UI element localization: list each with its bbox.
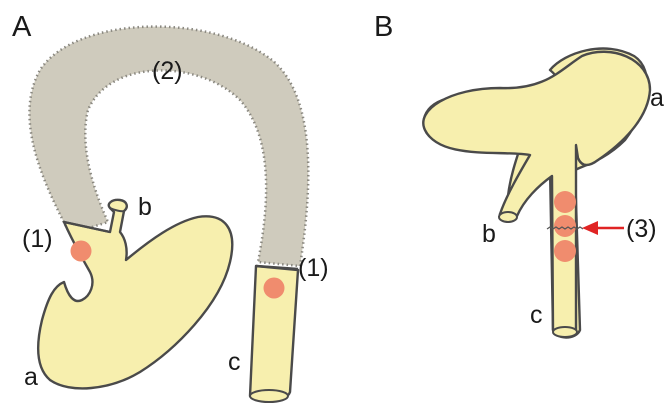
label-part-a-left: a — [24, 363, 38, 391]
organ-c-tube-end — [250, 390, 288, 402]
label-part-c-right: c — [530, 301, 543, 329]
organ-b-tube-end — [553, 327, 577, 337]
dot-c1 — [264, 278, 285, 299]
dot-b1 — [554, 191, 576, 213]
label-part-b-left: b — [138, 193, 152, 221]
label-junction-1-left: (1) — [22, 225, 53, 253]
label-marker-3: (3) — [626, 215, 657, 243]
label-junction-1-right: (1) — [298, 254, 329, 282]
panel-label-b: B — [374, 11, 393, 43]
label-part-b-right: b — [482, 220, 496, 248]
organ-b-main-lobe — [423, 52, 650, 336]
panel-label-a: A — [12, 11, 32, 43]
label-part-c-left: c — [228, 348, 241, 376]
arrow-3 — [582, 221, 624, 235]
dot-b2 — [554, 215, 576, 237]
dot-b3 — [554, 240, 576, 262]
label-graft-2: (2) — [152, 57, 183, 85]
organ-a-body — [38, 200, 232, 389]
dot-a1 — [71, 241, 92, 262]
label-part-a-right: a — [650, 84, 664, 112]
organ-b-branch-end — [499, 212, 517, 222]
